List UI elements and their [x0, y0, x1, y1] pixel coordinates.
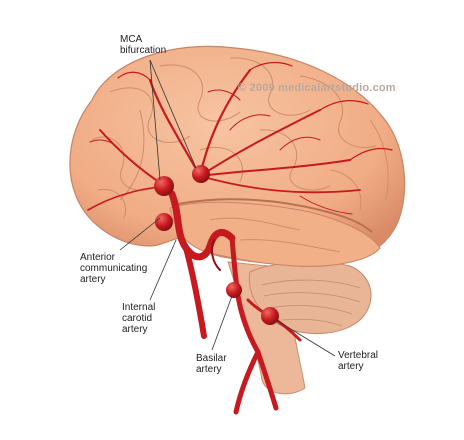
basilar-aneurysm — [226, 282, 242, 298]
label-basilar-artery: Basilar artery — [196, 353, 227, 375]
leader-lines — [119, 59, 336, 357]
label-anterior-communicating-artery: Anterior communicating artery — [80, 252, 148, 285]
label-vertebral-artery: Vertebral artery — [338, 350, 379, 372]
cerebellum-folds — [261, 279, 361, 327]
gyri — [91, 57, 389, 253]
mca-aneurysm-2 — [192, 165, 210, 183]
internal-carotid-vessel — [168, 190, 236, 261]
label-internal-carotid-artery: Internal carotid artery — [122, 302, 156, 335]
acom-aneurysm — [155, 213, 173, 231]
label-mca-bifurcation: MCA bifurcation — [120, 34, 167, 56]
aneurysms — [154, 165, 279, 325]
copyright-watermark: © 2009 medicalartstudio.com — [238, 82, 396, 94]
vertebral-vessel — [233, 349, 279, 415]
vertebral-aneurysm — [261, 307, 279, 325]
mca-aneurysm — [154, 176, 174, 196]
lateral-fissure — [177, 198, 373, 233]
